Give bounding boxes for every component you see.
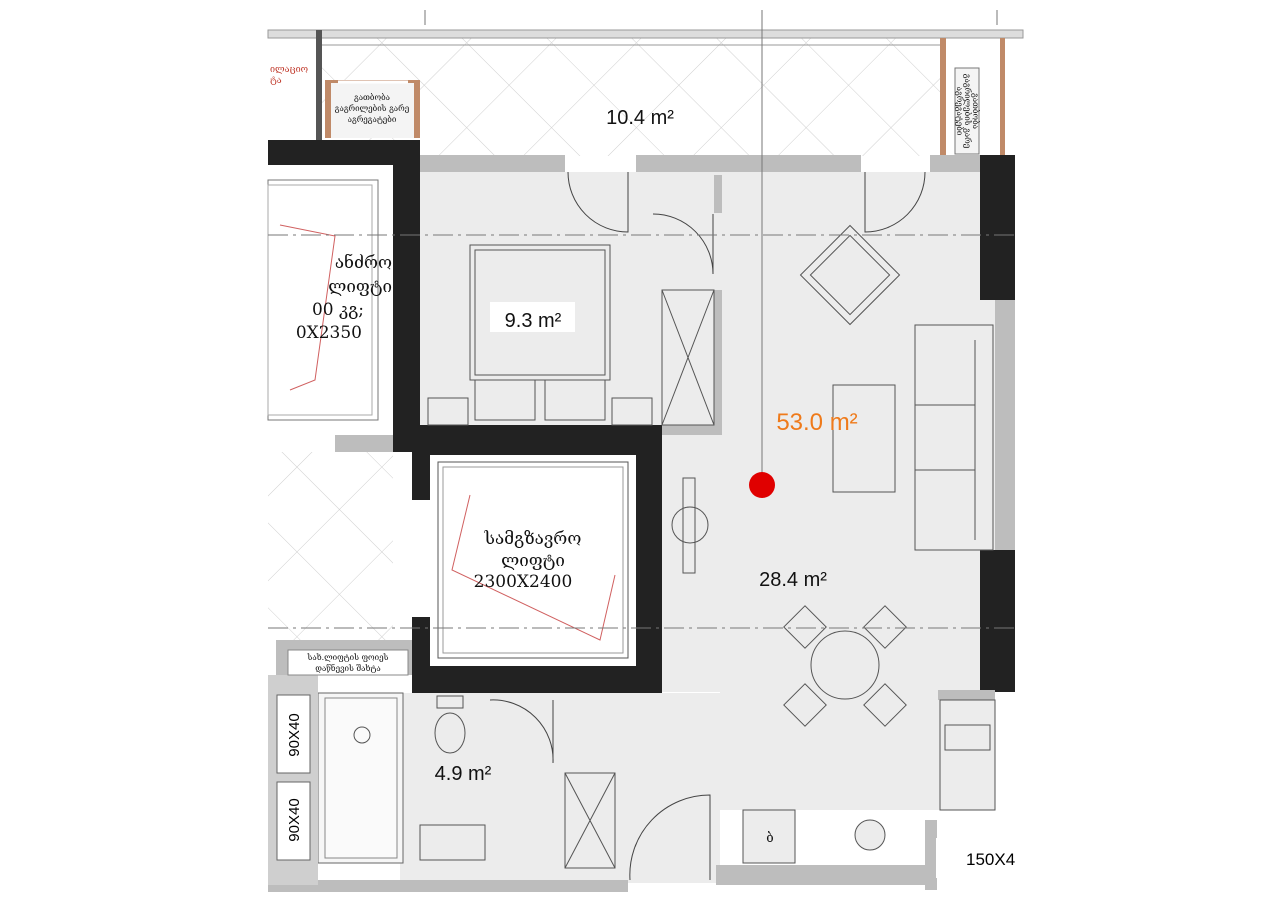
furniture [353, 224, 996, 869]
bedroom-area-label: 9.3 m² [505, 310, 562, 332]
tv [682, 477, 696, 574]
passenger-elevator-line2: ლიფტი [501, 551, 565, 571]
bottom-right-size-box [936, 838, 1016, 878]
ventilation-label-1: ილაციო [270, 65, 308, 75]
washing-machine [742, 809, 796, 864]
shower-drain [353, 726, 371, 744]
shaft-size-2-text: 90X40 [286, 798, 303, 841]
ac-left-line3: აგრეგატები [348, 115, 397, 124]
location-marker [749, 472, 775, 498]
bottom-right-size: 150X4 [966, 850, 1015, 869]
pillow [474, 379, 536, 421]
ac-right-line3: აგრეგატები [955, 87, 964, 136]
appliance-label: ბ [766, 831, 773, 846]
fire-elevator-line4: 0X2350 [296, 323, 362, 343]
dining-chairs [783, 605, 907, 727]
walls [268, 140, 1015, 693]
bathroom-area-label: 4.9 m² [435, 763, 492, 785]
passenger-elevator-line3: 2300X2400 [474, 572, 573, 592]
fire-elevator [267, 165, 393, 640]
passenger-elevator-line1: სამგზავრო [484, 529, 582, 549]
shaft-size-2: 90X40 [276, 781, 311, 861]
washbasin [419, 824, 486, 861]
fire-elevator-line2: ლიფტი [328, 277, 392, 297]
pressurization-shaft-line1: სახ.ლიფტის ფოიეს [307, 653, 389, 662]
toilet [434, 712, 466, 754]
kitchen-counter [939, 699, 996, 811]
ventilation-label-2: ტა [270, 76, 282, 86]
sink [854, 819, 886, 851]
ac-left-line2: გაგრილების გარე [335, 104, 409, 113]
fire-elevator-line3: 00 კგ; [312, 300, 364, 320]
dining-table [810, 630, 880, 700]
ac-right-line1: გათბობა [971, 93, 980, 129]
shaft-size-1: 90X40 [276, 694, 311, 774]
doors [489, 171, 926, 881]
balcony-area-label: 10.4 m² [606, 107, 674, 129]
shaft-label-box [287, 649, 409, 676]
coffee-table [832, 384, 896, 493]
pressurization-shaft-line2: დაწნევის შახტა [315, 664, 380, 673]
fire-elevator-line1: ანძრო [335, 253, 392, 273]
armchair [799, 224, 901, 326]
shaft-size-1-text: 90X40 [286, 713, 303, 756]
sofa [914, 324, 994, 551]
ac-left-line1: გათბობა [354, 93, 390, 102]
axis-lines [268, 10, 1015, 629]
balcony [267, 29, 1024, 156]
ac-units-left: გათბობა გაგრილების გარე აგრეგატები [325, 80, 420, 138]
living-area-label: 28.4 m² [759, 569, 827, 591]
total-area-label: 53.0 m² [776, 409, 857, 436]
ac-right-line2: გაგრილების გარე [963, 74, 972, 148]
ac-units-right: გათბობა გაგრილების გარე აგრეგატები [954, 67, 980, 155]
pillow [544, 379, 606, 421]
passenger-elevator [430, 455, 636, 666]
bedroom-label-bg [490, 302, 575, 332]
